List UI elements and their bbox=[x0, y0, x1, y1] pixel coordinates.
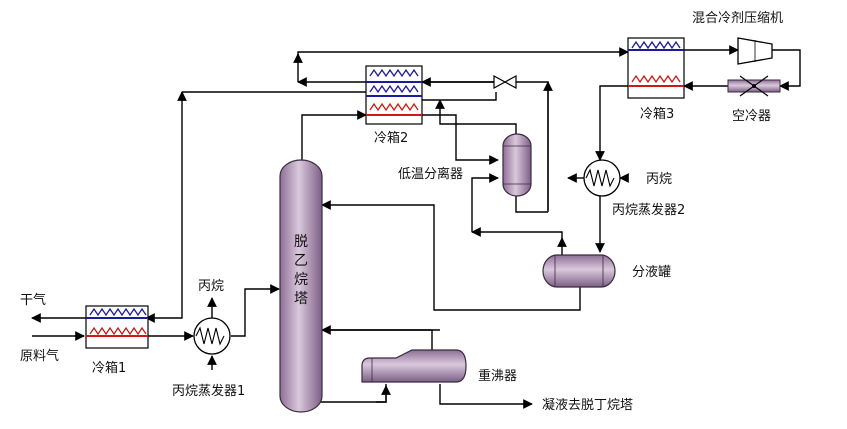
sep-top-to-cb2 bbox=[439, 100, 517, 134]
sep-bottom bbox=[515, 195, 548, 213]
label-propane-evaporator-1: 丙烷蒸发器1 bbox=[172, 383, 245, 399]
propane-evaporator-2 bbox=[583, 159, 621, 197]
cold-box-2 bbox=[365, 65, 423, 125]
cold-coil-icon bbox=[369, 84, 419, 94]
label-low-temp-separator: 低温分离器 bbox=[398, 166, 463, 182]
label-cold-box-1: 冷箱1 bbox=[92, 360, 126, 376]
air-cooler bbox=[727, 75, 781, 97]
label-cold-box-2: 冷箱2 bbox=[374, 130, 408, 146]
label-condensate-out: 凝液去脱丁烷塔 bbox=[542, 397, 633, 413]
label-propane-top: 丙烷 bbox=[198, 279, 224, 294]
column-overhead bbox=[301, 110, 367, 162]
propane-evaporator-1 bbox=[193, 317, 231, 355]
label-reflux-drum: 分液罐 bbox=[632, 265, 671, 280]
evap1-to-column bbox=[231, 284, 280, 337]
label-feed-gas: 原料气 bbox=[20, 348, 59, 364]
compressor-to-aircooler bbox=[772, 49, 801, 91]
bottoms-to-reboiler bbox=[376, 385, 391, 403]
deethanizer-column bbox=[279, 159, 323, 413]
hot-coil-icon bbox=[369, 102, 419, 112]
cold-coil-icon bbox=[369, 68, 419, 78]
drum-vapor-out bbox=[471, 227, 563, 255]
expansion-valve bbox=[493, 74, 517, 90]
label-air-cooler: 空冷器 bbox=[732, 109, 771, 124]
reboiler-return bbox=[322, 329, 433, 352]
label-propane-evaporator-2: 丙烷蒸发器2 bbox=[612, 202, 685, 218]
hot-coil-icon bbox=[631, 74, 681, 84]
label-dry-gas: 干气 bbox=[20, 292, 46, 308]
drum-to-separator bbox=[471, 173, 499, 232]
label-cold-box-3: 冷箱3 bbox=[640, 106, 674, 122]
cold-box-3 bbox=[627, 37, 685, 99]
gas-to-cb1 bbox=[145, 92, 183, 323]
low-temp-separator bbox=[502, 133, 532, 197]
cb2-to-separator bbox=[422, 114, 499, 165]
cb3-to-evap2 bbox=[595, 85, 628, 161]
reflux-drum bbox=[542, 254, 616, 288]
reflux-line bbox=[321, 200, 581, 311]
label-propane-right: 丙烷 bbox=[646, 172, 672, 187]
label-deethanizer: 脱乙烷塔 bbox=[294, 234, 308, 307]
label-reboiler: 重沸器 bbox=[478, 368, 517, 384]
heat-exchanger-icon bbox=[585, 168, 615, 188]
condensate-out-line bbox=[439, 384, 533, 409]
labels: 混合冷剂压缩机 冷箱3 空冷器 冷箱2 低温分离器 丙烷 丙烷蒸发器2 分液罐 … bbox=[20, 10, 783, 413]
cb2-to-sep-a bbox=[422, 92, 497, 101]
heat-exchanger-icon bbox=[195, 326, 225, 346]
label-mixed-refrigerant-compressor: 混合冷剂压缩机 bbox=[692, 10, 783, 26]
piping bbox=[31, 45, 801, 410]
cold-box-1 bbox=[85, 305, 149, 349]
cold-coil-icon bbox=[631, 40, 681, 50]
refrigerant-loop-top bbox=[297, 47, 629, 82]
reboiler bbox=[361, 349, 467, 383]
cold-coil-icon bbox=[89, 307, 147, 317]
hot-coil-icon bbox=[89, 326, 147, 336]
compressor bbox=[737, 37, 773, 65]
